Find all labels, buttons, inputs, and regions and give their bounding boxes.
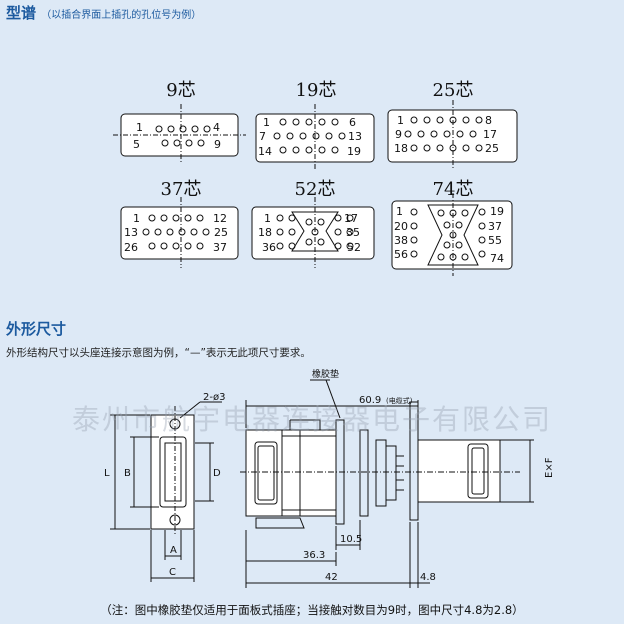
pin-label: 4 xyxy=(213,121,220,134)
pin-label: 19 xyxy=(347,145,361,158)
hole-label: 2-ø3 xyxy=(203,392,225,403)
count-label-19: 19芯 xyxy=(295,80,337,101)
pin-label: 1 xyxy=(396,205,403,218)
series-note: （以插合界面上插孔的孔位号为例） xyxy=(41,10,202,21)
pin-label: 1 xyxy=(133,212,140,225)
connector-face-74 xyxy=(391,193,513,276)
pin-label: 5 xyxy=(133,138,140,151)
pin-label: 1 xyxy=(397,114,404,127)
dim-label-36-3: 36.3 xyxy=(303,550,325,561)
dim-label-10-5: 10.5 xyxy=(340,534,362,545)
pin-label: 1 xyxy=(136,121,143,134)
front-view xyxy=(110,401,222,582)
pin-label: 1 xyxy=(264,212,271,225)
dim-label-B: B xyxy=(124,468,131,479)
dim-label-ExF: E×F xyxy=(544,457,555,478)
dim-label-A: A xyxy=(170,545,177,556)
pin-label: 6 xyxy=(349,116,356,129)
count-label-74: 74芯 xyxy=(432,179,474,200)
outline-title: 外形尺寸 xyxy=(6,320,67,338)
pin-label: 26 xyxy=(124,241,138,254)
gasket-label: 橡胶垫 xyxy=(312,368,339,380)
pin-label: 18 xyxy=(394,142,408,155)
dim-label-60-9: 60.9 xyxy=(359,395,381,406)
pin-label: 9 xyxy=(214,138,221,151)
pin-label: 17 xyxy=(483,128,497,141)
footnote: （注：图中橡胶垫仅适用于面板式插座；当接触对数目为9时，图中尺寸4.8为2.8） xyxy=(100,603,524,617)
pin-label: 36 xyxy=(262,241,276,254)
dim-label-4-8: 4.8 xyxy=(420,572,436,583)
dim-label-60-9-note: (电缆式) xyxy=(386,396,413,405)
connector-face-9 xyxy=(113,104,246,164)
dim-label-42: 42 xyxy=(325,572,338,583)
pin-label: 25 xyxy=(485,142,499,155)
pin-label: 8 xyxy=(485,114,492,127)
dim-label-L: L xyxy=(104,468,110,479)
count-label-52: 52芯 xyxy=(294,179,336,200)
pin-label: 14 xyxy=(258,145,272,158)
pin-label: 13 xyxy=(124,226,138,239)
pin-label: 13 xyxy=(348,130,362,143)
pin-label: 52 xyxy=(347,241,361,254)
count-label-37: 37芯 xyxy=(160,179,202,200)
count-label-9: 9芯 xyxy=(166,80,196,101)
pin-label: 37 xyxy=(213,241,227,254)
pin-label: 37 xyxy=(488,220,502,233)
pin-label: 19 xyxy=(490,205,504,218)
pin-label: 20 xyxy=(394,220,408,233)
series-title: 型谱 （以插合界面上插孔的孔位号为例） xyxy=(6,2,201,23)
dim-label-C: C xyxy=(169,567,176,578)
pin-label: 1 xyxy=(263,116,270,129)
pin-label: 56 xyxy=(394,248,408,261)
watermark: 泰州市航宇电器连接器电子有限公司 xyxy=(71,403,552,436)
pin-label: 9 xyxy=(395,128,402,141)
pin-label: 7 xyxy=(259,130,266,143)
series-title-text: 型谱 xyxy=(6,4,37,22)
pin-label: 17 xyxy=(344,212,358,225)
pin-label: 38 xyxy=(394,234,408,247)
pin-label: 35 xyxy=(346,226,360,239)
connector-face-25 xyxy=(387,100,518,170)
count-label-25: 25芯 xyxy=(432,80,474,101)
dim-label-D: D xyxy=(213,468,221,479)
pin-label: 25 xyxy=(214,226,228,239)
pin-label: 18 xyxy=(258,226,272,239)
pin-label: 55 xyxy=(488,234,502,247)
pin-label: 12 xyxy=(213,212,227,225)
outline-description: 外形结构尺寸以头座连接示意图为例，“—”表示无此项尺寸要求。 xyxy=(6,347,311,359)
side-view xyxy=(240,379,534,588)
pin-label: 74 xyxy=(490,252,504,265)
